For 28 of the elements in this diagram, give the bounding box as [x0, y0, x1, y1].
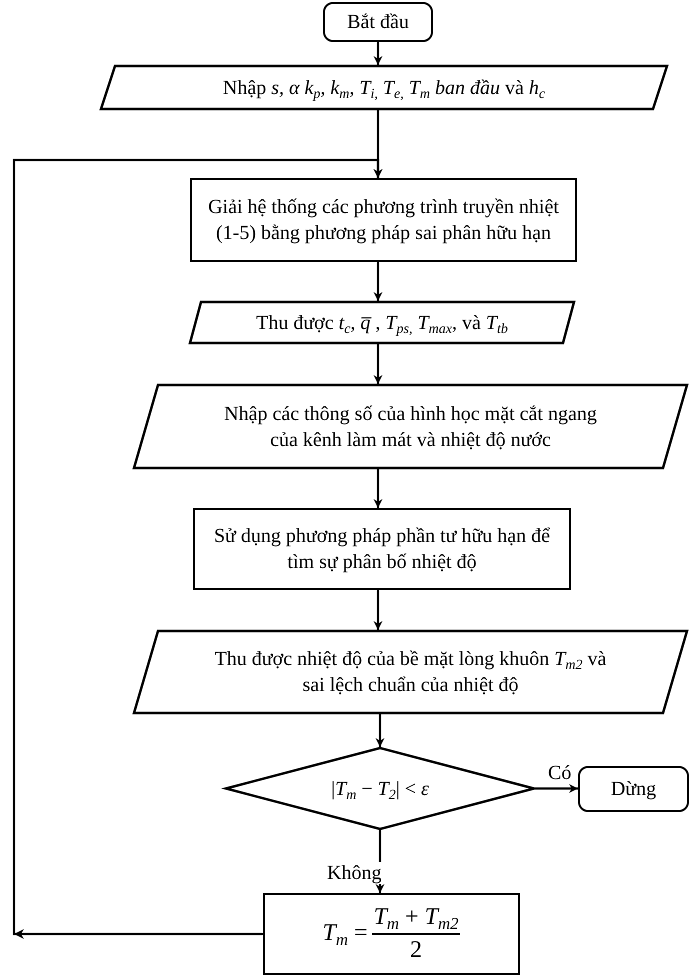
- node-text: Bắt đầu: [347, 10, 409, 35]
- node-text: Nhập s, α k$_{p}$, k$_{m}$, T$_{i,}$ T$_{e,}$ T$_{m}$ ban đầu và h$_{c}$: [222, 76, 546, 100]
- arrow: [376, 714, 384, 747]
- arrow: [374, 344, 382, 384]
- arrow: [374, 590, 382, 630]
- node-text: Nhập các thông số của hình học mặt cắt ngang của kênh làm mát và nhiệt độ nước: [223, 402, 598, 452]
- node-text: Dừng: [610, 777, 656, 802]
- edge-label: Không: [325, 862, 384, 884]
- node-text: Thu được nhiệt độ của bề mặt lòng khuôn T$_{m2}$ và sai lệch chuẩn của nhiệt độ: [214, 647, 608, 698]
- process-box: [193, 508, 571, 590]
- arrow: [535, 784, 578, 793]
- io-parallelogram: [133, 630, 688, 714]
- arrow: [374, 469, 382, 508]
- terminal-box: [323, 2, 433, 42]
- io-parallelogram: [189, 301, 575, 344]
- node-text: Sử dụng phương pháp phần tư hữu hạn để tìm sự phân bố nhiệt độ: [212, 524, 552, 575]
- arrow: [374, 262, 382, 301]
- process-box: [263, 893, 520, 975]
- process-box: [190, 178, 577, 262]
- terminal-box: [578, 766, 689, 812]
- arrow: [12, 158, 382, 939]
- io-parallelogram: [133, 384, 688, 469]
- node-text: |T$_{m}$ − T$_{2}$| < ε: [331, 776, 429, 802]
- node-text: Giải hệ thống các phương trình truyền nhiệt (1-5) bằng phương pháp sai phân hữu hạn: [207, 195, 560, 246]
- node-text: Thu được t$_{c}$, q̅ , T$_{ps,}$ T$_{max}$, và T$_{tb}$: [256, 310, 508, 336]
- io-parallelogram: [100, 65, 668, 110]
- formula: T$_{m}$ = T$_{m}$ + T$_{m2}$ 2: [322, 902, 460, 965]
- arrow: [374, 42, 382, 65]
